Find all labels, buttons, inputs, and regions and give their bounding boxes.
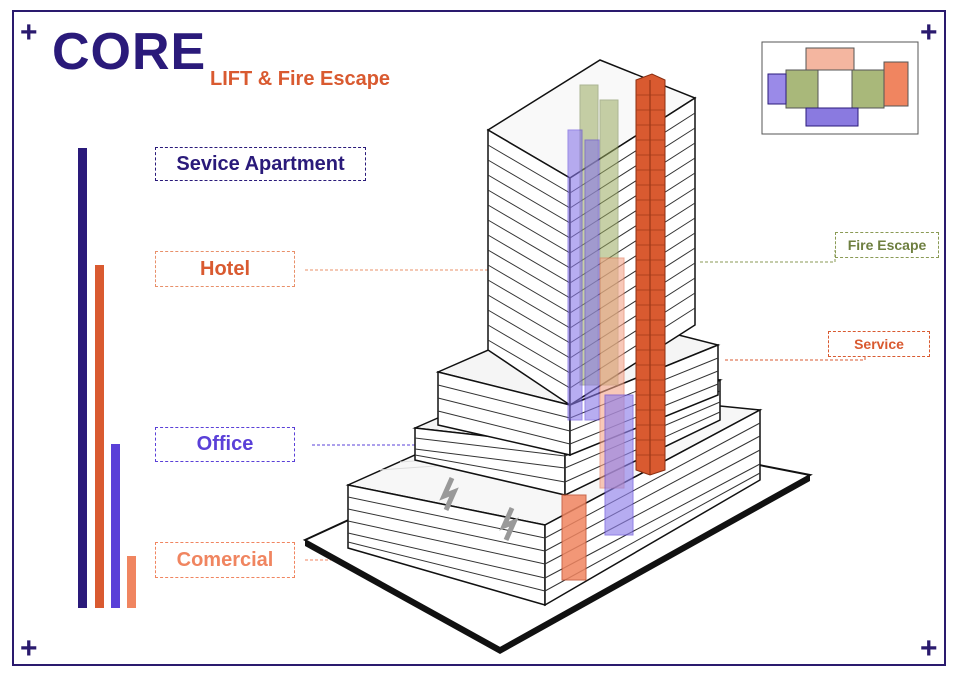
height-bar-service-apartment bbox=[78, 148, 87, 608]
page-title: CORE bbox=[52, 23, 207, 81]
plus-mark-top-left: + bbox=[20, 16, 38, 49]
plus-mark-top-right: + bbox=[920, 16, 938, 49]
core-office-purple bbox=[604, 394, 634, 536]
plus-mark-bottom-right: + bbox=[920, 632, 938, 665]
label-service: Service bbox=[828, 331, 930, 357]
page-subtitle: LIFT & Fire Escape bbox=[210, 68, 391, 90]
core-commercial-salmon bbox=[561, 494, 587, 581]
core-service-orange bbox=[635, 73, 666, 476]
height-bar-commercial bbox=[127, 556, 136, 608]
label-fire-escape: Fire Escape bbox=[835, 232, 939, 258]
label-service-apartment: Sevice Apartment bbox=[155, 147, 366, 181]
height-bar-office bbox=[111, 444, 120, 608]
core-service-apartment-purple bbox=[567, 129, 600, 421]
stair-icon-2 bbox=[499, 506, 519, 542]
key-plan-inset bbox=[761, 41, 919, 135]
label-hotel: Hotel bbox=[155, 251, 295, 287]
stair-icon-1 bbox=[439, 476, 459, 512]
leader-line-service bbox=[725, 357, 866, 361]
plus-mark-bottom-left: + bbox=[20, 632, 38, 665]
label-office: Office bbox=[155, 427, 295, 462]
label-commercial: Comercial bbox=[155, 542, 295, 578]
border-frame bbox=[12, 10, 946, 666]
height-bar-hotel bbox=[95, 265, 104, 608]
leader-line-fire-escape bbox=[700, 250, 836, 263]
